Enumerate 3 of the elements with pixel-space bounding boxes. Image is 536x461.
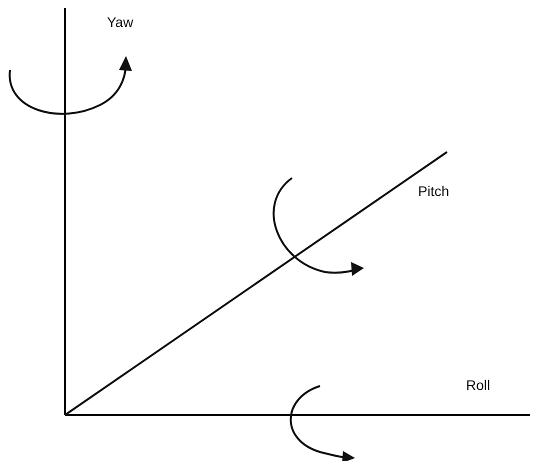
axis-label: Yaw xyxy=(107,15,134,29)
axis-label: Roll xyxy=(466,378,490,392)
axis-label: Pitch xyxy=(418,184,450,198)
